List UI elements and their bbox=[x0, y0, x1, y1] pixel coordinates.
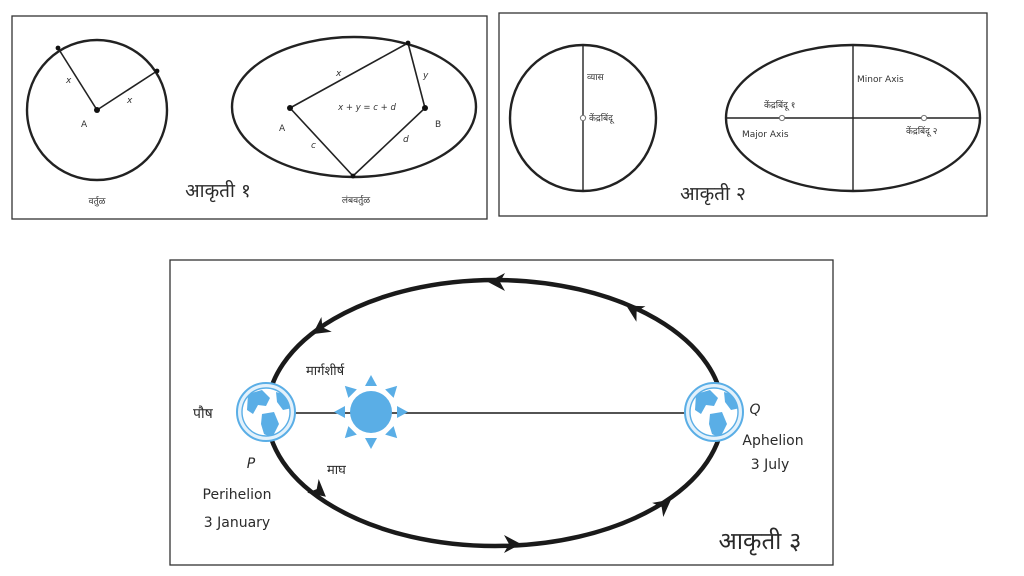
figure-3-panel: पौष मार्गशीर्ष माघ P Perihelion 3 Januar… bbox=[169, 259, 834, 566]
perihelion-date: 3 January bbox=[204, 515, 270, 531]
fig1-center-label: A bbox=[81, 120, 88, 130]
earth-perihelion-icon bbox=[236, 382, 296, 442]
fig1-radius-2 bbox=[96, 70, 158, 111]
figure-2-panel: व्यास केंद्रबिंदू Minor Axis Major Axis … bbox=[498, 12, 988, 217]
orbit-arrow-top bbox=[488, 273, 505, 291]
fig1-radius-label-2: x bbox=[126, 96, 133, 106]
fig1-segment-y-label: y bbox=[422, 71, 429, 81]
figure-3-caption: आकृती ३ bbox=[719, 527, 802, 556]
month-label-margashirsh: मार्गशीर्ष bbox=[306, 363, 345, 379]
month-label-magh: माघ bbox=[327, 463, 346, 478]
figure-3-frame bbox=[169, 259, 834, 566]
month-label-paush: पौष bbox=[193, 405, 214, 422]
aphelion-label: Aphelion bbox=[742, 433, 803, 449]
point-q-label: Q bbox=[749, 402, 760, 418]
figure-2-caption: आकृती २ bbox=[680, 182, 746, 206]
fig2-focus-2-dot bbox=[920, 114, 928, 122]
fig2-center-label: केंद्रबिंदू bbox=[589, 112, 615, 124]
point-p-label: P bbox=[247, 456, 256, 472]
fig1-focus-a-label: A bbox=[279, 124, 286, 134]
fig2-circle-center-dot bbox=[579, 114, 587, 122]
fig1-segment-d-label: d bbox=[403, 135, 409, 145]
fig2-diameter-label: व्यास bbox=[587, 73, 605, 83]
fig1-equation: x + y = c + d bbox=[337, 103, 396, 113]
aphelion-date: 3 July bbox=[751, 457, 790, 473]
fig1-ellipse-name: लंबवर्तुळ bbox=[342, 194, 370, 206]
fig1-focus-dot-b bbox=[422, 105, 428, 111]
orbit-direction-arrows bbox=[307, 273, 672, 553]
fig2-focus-2-label: केंद्रबिंदू २ bbox=[906, 125, 938, 137]
fig2-minor-axis-label: Minor Axis bbox=[857, 75, 904, 85]
fig1-circle bbox=[25, 38, 169, 182]
fig2-focus-1-label: केंद्रबिंदू १ bbox=[764, 99, 795, 111]
orbit-arrow-lower-left bbox=[307, 478, 326, 497]
perihelion-label: Perihelion bbox=[203, 487, 272, 503]
fig1-radius-label-1: x bbox=[65, 76, 72, 86]
fig1-radius-end-dot bbox=[55, 45, 61, 51]
fig1-segment-x-label: x bbox=[335, 69, 342, 79]
orbit-arrow-upper-right bbox=[626, 305, 646, 322]
fig1-circle-center-dot bbox=[94, 107, 100, 113]
figure-1-frame bbox=[11, 15, 488, 220]
fig1-focus-dot-a bbox=[287, 105, 293, 111]
fig2-major-axis-label: Major Axis bbox=[742, 130, 789, 140]
fig1-ellipse-point-dot bbox=[350, 173, 356, 179]
fig1-radius-1 bbox=[57, 47, 98, 111]
fig1-ellipse-point-dot bbox=[405, 40, 411, 46]
earth-aphelion-icon bbox=[684, 382, 744, 442]
fig2-focus-1-dot bbox=[778, 114, 786, 122]
fig1-segment-c-label: c bbox=[311, 141, 316, 151]
fig1-circle-name: वर्तुळ bbox=[89, 195, 106, 207]
fig1-radius-end-dot bbox=[154, 68, 160, 74]
figure-1-caption: आकृती १ bbox=[185, 179, 251, 203]
figure-2-frame bbox=[498, 12, 988, 217]
sun-icon bbox=[334, 375, 408, 449]
orbit-arrow-upper-left bbox=[312, 317, 332, 335]
orbit-arrow-bottom bbox=[504, 535, 521, 553]
fig1-focus-b-label: B bbox=[435, 120, 441, 130]
figure-1-panel: x x A वर्तुळ x y c d x + y = c + d A B ल… bbox=[11, 15, 488, 220]
orbit-arrow-lower-right bbox=[652, 499, 672, 518]
